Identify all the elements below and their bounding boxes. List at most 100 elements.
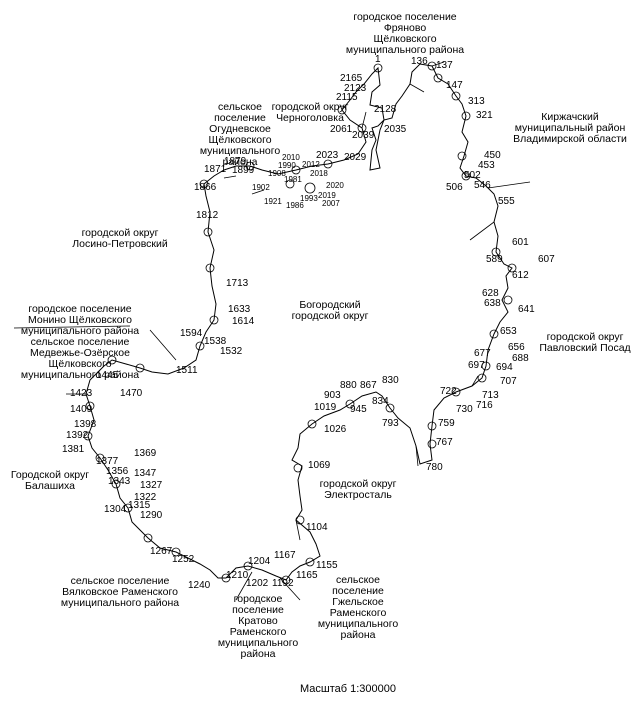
point-label: 1204 xyxy=(248,556,271,567)
point-label: 313 xyxy=(468,96,485,107)
point-label: 2023 xyxy=(316,150,339,161)
point-label: 147 xyxy=(446,80,463,91)
point-label: 903 xyxy=(324,390,341,401)
point-label: 730 xyxy=(456,404,473,415)
point-label: 506 xyxy=(446,182,463,193)
point-label: 793 xyxy=(382,418,399,429)
point-label: 1713 xyxy=(226,278,249,289)
point-label: 2061 xyxy=(330,124,353,135)
point-label: 1304 xyxy=(104,504,127,515)
point-label: 688 xyxy=(512,353,529,364)
point-label: 867 xyxy=(360,380,377,391)
point-label: 677 xyxy=(474,348,491,359)
point-label: 2123 xyxy=(344,83,367,94)
point-label: 2165 xyxy=(340,73,363,84)
point-label: 1267 xyxy=(150,546,173,557)
point-label: 1377 xyxy=(96,456,119,467)
point-label: 502 xyxy=(464,170,481,181)
point-label: 1594 xyxy=(180,328,203,339)
point-label: 2020 xyxy=(326,181,344,190)
point-label: 713 xyxy=(482,390,499,401)
point-label: 834 xyxy=(372,396,389,407)
point-label: 1240 xyxy=(188,580,211,591)
point-label: 628 xyxy=(482,288,499,299)
point-label: 450 xyxy=(484,150,501,161)
point-label: 767 xyxy=(436,437,453,448)
point-label: 1908 xyxy=(268,169,286,178)
point-label: 1104 xyxy=(306,522,328,533)
point-label: 321 xyxy=(476,110,493,121)
point-label: 1981 xyxy=(284,175,302,184)
point-label: 1192 xyxy=(272,578,294,589)
point-label: 2039 xyxy=(352,130,375,141)
point-label: 2128 xyxy=(374,104,397,115)
point-label: 1 xyxy=(375,54,381,65)
point-label: 1921 xyxy=(264,197,282,206)
point-label: 1026 xyxy=(324,424,347,435)
point-label: 453 xyxy=(478,160,495,171)
point-label: 1871 xyxy=(204,164,227,175)
point-label: 1347 xyxy=(134,468,157,479)
point-label: 1322 xyxy=(134,492,157,503)
point-label: 1155 xyxy=(316,560,338,571)
point-label: 1315 xyxy=(128,500,151,511)
point-label: 1990 xyxy=(278,161,296,170)
point-label: 697 xyxy=(468,360,485,371)
point-label: 1614 xyxy=(232,316,255,327)
point-label: 722 xyxy=(440,386,457,397)
point-label: 1902 xyxy=(252,183,270,192)
point-label: 2019 xyxy=(318,191,336,200)
point-label: 1812 xyxy=(196,210,219,221)
point-label: 1986 xyxy=(286,201,304,210)
point-label: 555 xyxy=(498,196,515,207)
map-scale: Масштаб 1:300000 xyxy=(300,683,396,695)
point-label: 1899 xyxy=(232,165,255,176)
point-label: 653 xyxy=(500,326,517,337)
point-label: 612 xyxy=(512,270,529,281)
point-label: 1327 xyxy=(140,480,163,491)
point-label: 1290 xyxy=(140,510,163,521)
point-label: 945 xyxy=(350,404,367,415)
point-label: 1343 xyxy=(108,476,131,487)
point-label: 759 xyxy=(438,418,455,429)
district-boundary xyxy=(85,63,513,581)
point-label: 1202 xyxy=(246,578,269,589)
point-label: 1019 xyxy=(314,402,337,413)
point-label: 2035 xyxy=(384,124,407,135)
point-markers xyxy=(83,61,517,585)
point-label: 546 xyxy=(474,180,491,191)
point-label: 880 xyxy=(340,380,357,391)
point-label: 1252 xyxy=(172,554,195,565)
point-label: 2010 xyxy=(282,153,300,162)
point-label: 1069 xyxy=(308,460,331,471)
point-label: 2029 xyxy=(344,152,367,163)
point-label: 1381 xyxy=(62,444,85,455)
point-label: 1633 xyxy=(228,304,251,315)
point-label: 716 xyxy=(476,400,493,411)
point-label: 780 xyxy=(426,462,443,473)
point-label: 1879 xyxy=(224,156,247,167)
point-label: 1470 xyxy=(120,388,143,399)
point-label: 1538 xyxy=(204,336,227,347)
point-label: 830 xyxy=(382,375,399,386)
point-label: 1167 xyxy=(274,550,296,561)
point-label: 2115 xyxy=(336,92,358,103)
point-label: 1369 xyxy=(134,448,157,459)
point-label: 1356 xyxy=(106,466,129,477)
point-label: 2012 xyxy=(302,160,320,169)
point-label: 1866 xyxy=(194,182,217,193)
point-label: 1398 xyxy=(74,419,97,430)
